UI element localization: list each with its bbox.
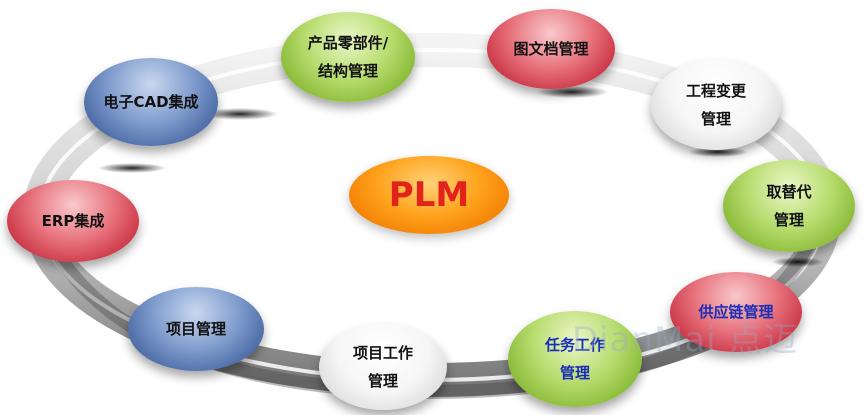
node-doc-mgmt: 图文档管理	[487, 9, 615, 89]
node-shadow	[98, 163, 166, 173]
node-product-parts: 产品零部件/ 结构管理	[281, 12, 415, 102]
node-shadow	[688, 147, 748, 157]
node-erp-label: ERP集成	[41, 211, 105, 230]
node-shadow	[772, 257, 824, 267]
node-cad: 电子CAD集成	[84, 58, 218, 146]
node-project-workflow-label: 项目工作 管理	[352, 343, 413, 391]
node-eng-change: 工程变更 管理	[651, 60, 781, 150]
node-task-workflow-label: 任务工作 管理	[544, 335, 605, 383]
plm-center: PLM	[349, 156, 509, 234]
plm-label: PLM	[388, 175, 470, 215]
node-cad-label: 电子CAD集成	[103, 92, 199, 111]
watermark: DianMai 点迈	[572, 320, 799, 360]
node-substitute-label: 取替代 管理	[766, 182, 812, 230]
node-project-workflow: 项目工作 管理	[319, 324, 447, 410]
node-task-workflow: 任务工作 管理	[508, 311, 642, 407]
node-supply-chain: 供应链管理	[670, 272, 802, 352]
node-project-mgmt: 项目管理	[128, 287, 264, 371]
node-shadow	[202, 108, 278, 120]
node-product-parts-label: 产品零部件/ 结构管理	[307, 33, 389, 81]
node-shadow	[536, 86, 608, 98]
node-erp: ERP集成	[7, 180, 139, 262]
node-doc-mgmt-label: 图文档管理	[513, 39, 589, 58]
node-project-mgmt-label: 项目管理	[165, 319, 226, 338]
node-supply-chain-label: 供应链管理	[698, 302, 774, 321]
node-substitute: 取替代 管理	[723, 160, 855, 252]
node-eng-change-label: 工程变更 管理	[685, 81, 746, 129]
